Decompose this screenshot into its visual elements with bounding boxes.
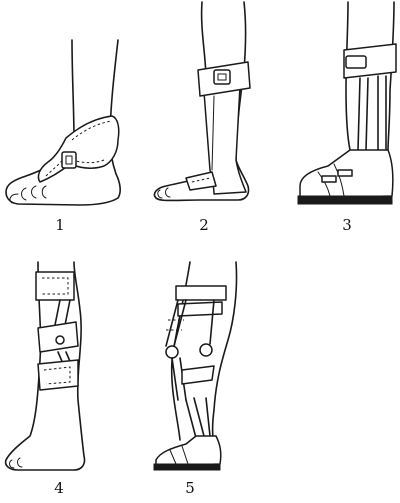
panel-5-illustration bbox=[153, 261, 238, 471]
panel-1-illustration bbox=[5, 39, 121, 206]
panel-4-label: 4 bbox=[54, 479, 64, 497]
panel-3-illustration bbox=[297, 1, 397, 205]
ankle-strap-1 bbox=[37, 115, 120, 183]
panel-5-label: 5 bbox=[185, 479, 195, 497]
panel-1-label: 1 bbox=[55, 216, 65, 234]
panel-2-illustration bbox=[153, 1, 251, 202]
leg-outline-3 bbox=[345, 1, 395, 151]
knee-orthosis-4 bbox=[35, 271, 79, 391]
panel-3-label: 3 bbox=[342, 216, 352, 234]
orthosis-shell-2 bbox=[185, 61, 251, 195]
shoe-3 bbox=[297, 149, 394, 205]
panel-4-illustration bbox=[4, 261, 86, 471]
kafo-frame-5 bbox=[165, 285, 227, 439]
shoe-5 bbox=[153, 435, 222, 471]
panel-2-label: 2 bbox=[199, 216, 209, 234]
